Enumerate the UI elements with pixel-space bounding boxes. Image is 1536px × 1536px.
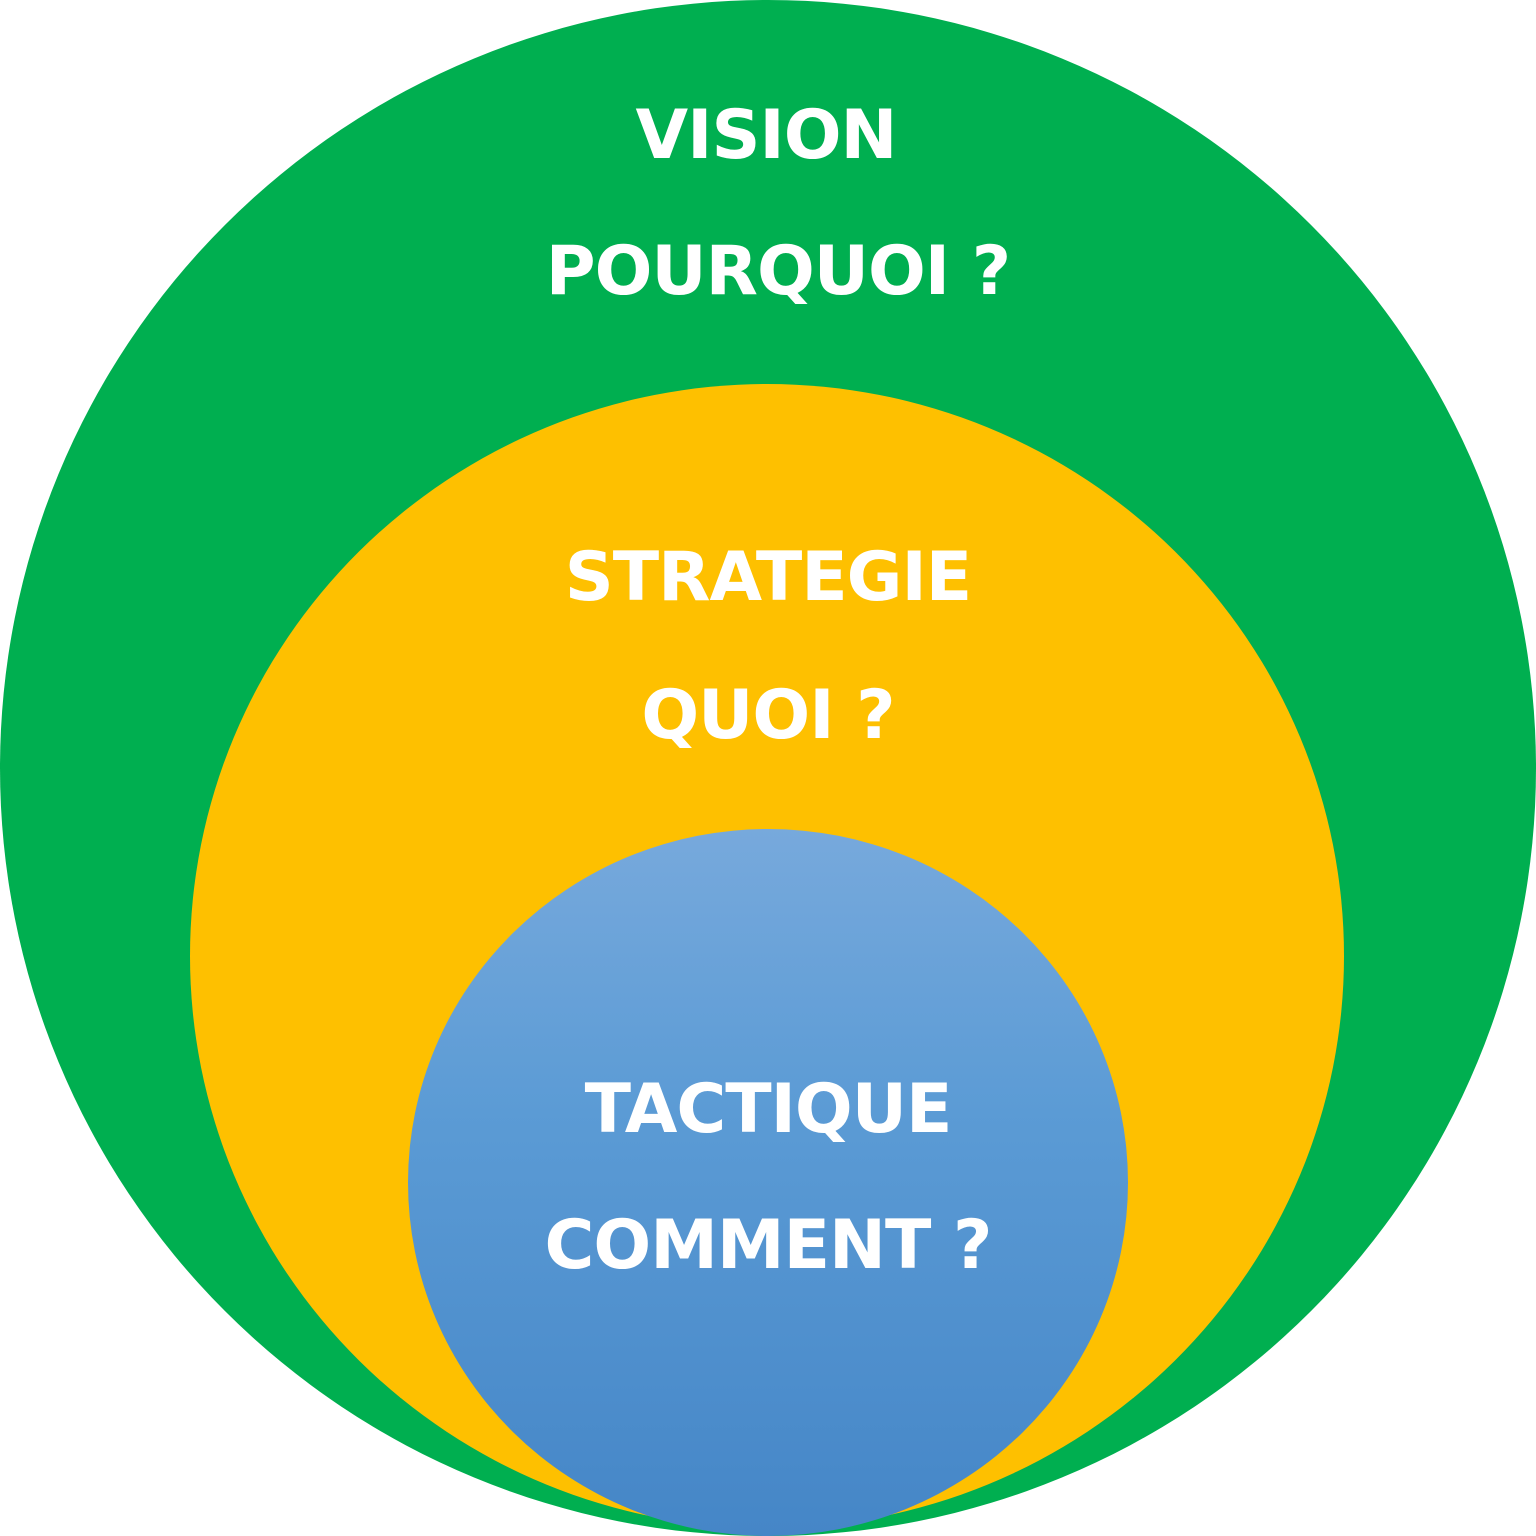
- vision-question: POURQUOI ?: [545, 232, 1011, 311]
- vision-title: VISION: [635, 96, 898, 175]
- tactic-circle: [408, 829, 1128, 1536]
- strategy-question: QUOI ?: [641, 676, 895, 755]
- tactic-question: COMMENT ?: [544, 1206, 993, 1285]
- strategy-title: STRATEGIE: [564, 538, 972, 617]
- tactic-title: TACTIQUE: [584, 1070, 953, 1149]
